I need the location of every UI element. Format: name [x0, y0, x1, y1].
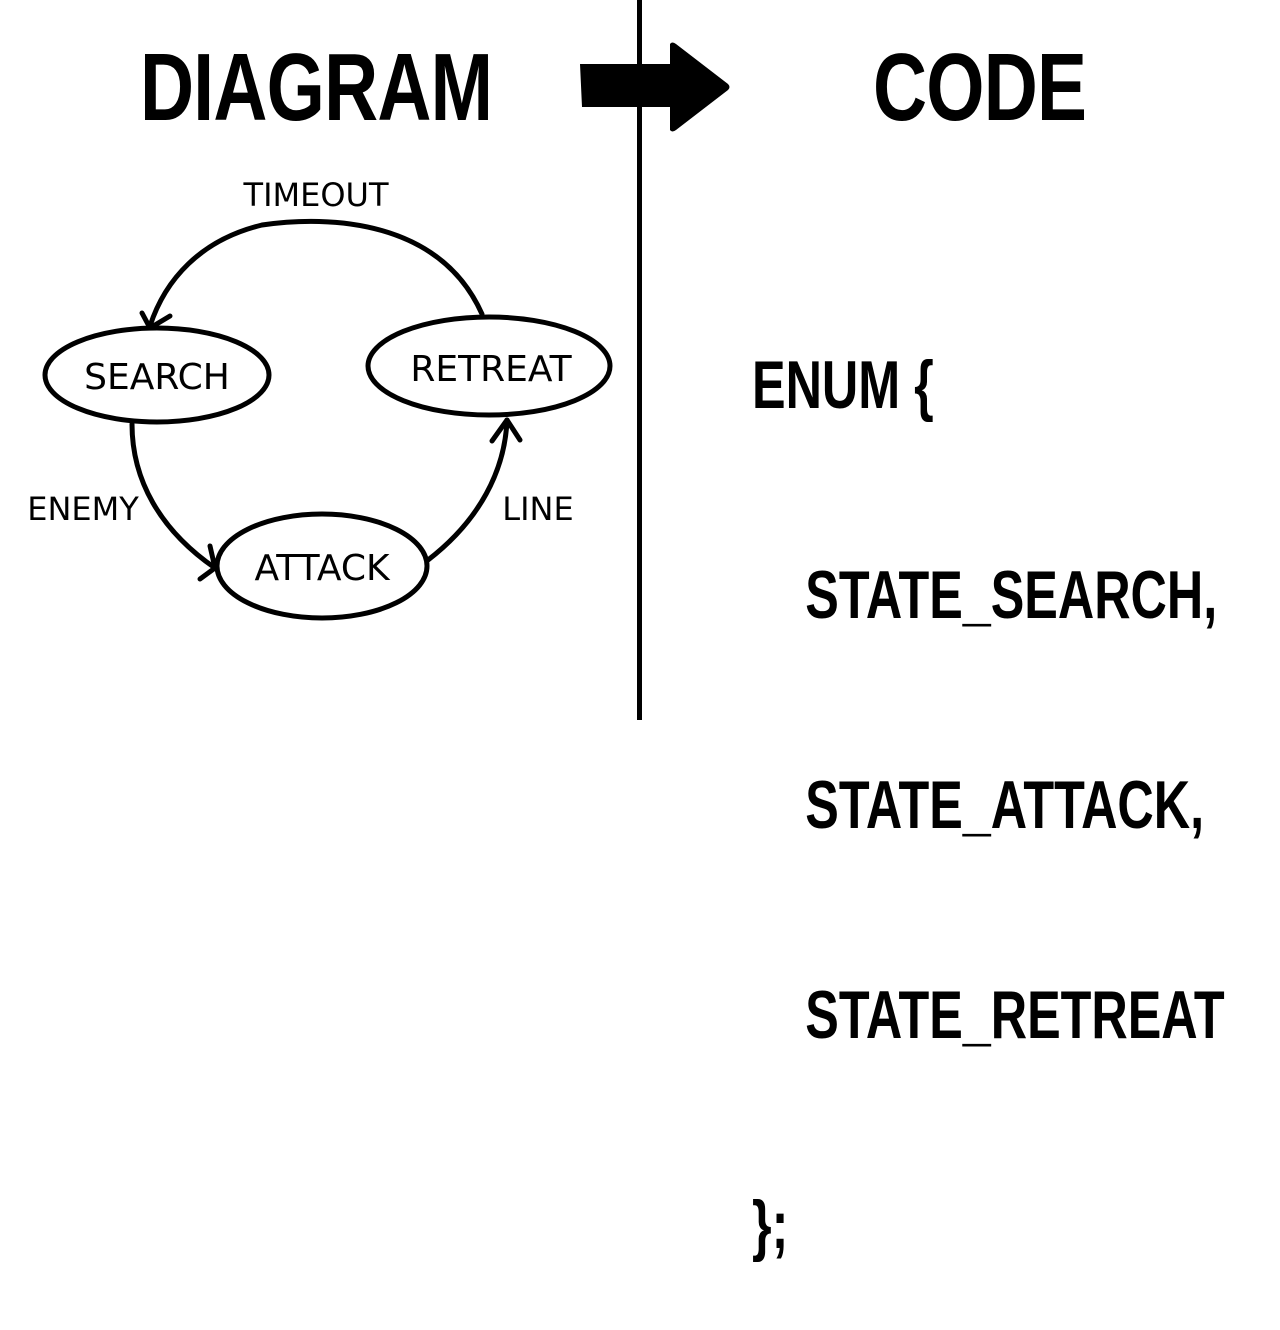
state-attack-label: ATTACK: [254, 548, 391, 589]
divider-line: [637, 0, 642, 720]
state-search-node: [42, 325, 272, 425]
code-title: CODE: [873, 34, 1087, 141]
code-line-enum-open: ENUM {: [752, 347, 934, 423]
state-diagram: SEARCH RETREAT ATTACK TIMEOUT ENEMY LINE: [27, 176, 613, 621]
transition-timeout-edge: [147, 218, 485, 329]
code-block: ENUM { STATE_SEARCH, STATE_ATTACK, STATE…: [752, 210, 1225, 1330]
state-attack-node: [214, 511, 430, 621]
state-retreat-label: RETREAT: [410, 349, 572, 390]
code-line-enum-close: };: [752, 1187, 789, 1263]
transition-line-label: LINE: [502, 490, 573, 528]
transition-timeout-label: TIMEOUT: [243, 176, 389, 214]
state-search-label: SEARCH: [84, 357, 230, 398]
transition-line-edge: [425, 417, 510, 563]
code-line-state-attack: STATE_ATTACK,: [805, 767, 1205, 843]
code-line-state-retreat: STATE_RETREAT: [805, 977, 1225, 1053]
transition-enemy-edge: [129, 421, 218, 571]
state-retreat-node: [365, 314, 613, 418]
right-arrow-icon: [580, 42, 730, 132]
diagram-title: DIAGRAM: [140, 34, 493, 141]
transition-enemy-label: ENEMY: [27, 490, 139, 528]
arrowhead-icon: [489, 417, 523, 444]
code-line-state-search: STATE_SEARCH,: [805, 557, 1218, 633]
